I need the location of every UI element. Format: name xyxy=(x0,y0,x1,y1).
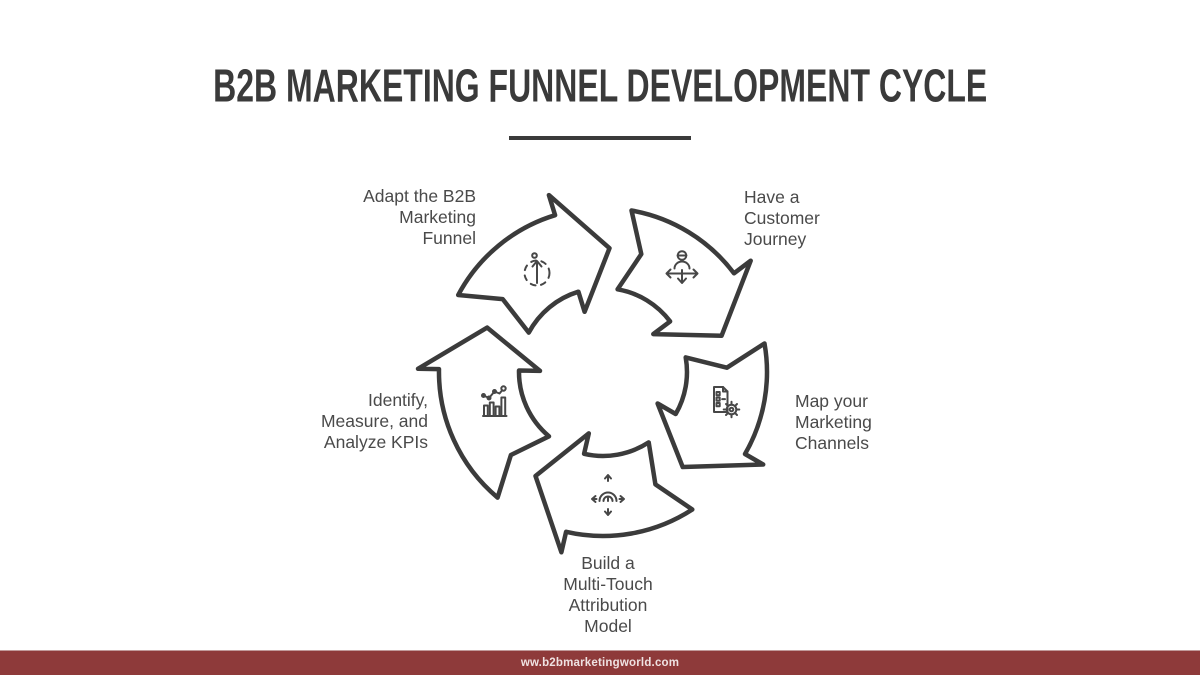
cycle-arrow-segment xyxy=(655,341,770,470)
footer-url: ww.b2bmarketingworld.com xyxy=(520,657,680,669)
document-gear-icon xyxy=(700,379,748,427)
step-label-channels: Map your Marketing Channels xyxy=(795,391,872,453)
kpi-chart-icon xyxy=(470,378,518,426)
customer-journey-icon xyxy=(658,244,706,292)
page-title-wrap: B2B MARKETING FUNNEL DEVELOPMENT CYCLE xyxy=(0,60,1200,112)
growth-target-icon xyxy=(513,246,561,294)
cycle-arrow-segment xyxy=(533,431,695,555)
step-label-kpis: Identify, Measure, and Analyze KPIs xyxy=(320,390,428,452)
title-underline xyxy=(509,136,691,140)
multi-touch-icon xyxy=(584,468,632,516)
step-label-attribution: Build a Multi-Touch Attribution Model xyxy=(563,553,653,636)
page-title: B2B MARKETING FUNNEL DEVELOPMENT CYCLE xyxy=(212,60,988,112)
step-label-journey: Have a Customer Journey xyxy=(744,187,820,249)
step-label-adapt: Adapt the B2B Marketing Funnel xyxy=(363,186,476,248)
footer-bar: ww.b2bmarketingworld.com xyxy=(0,650,1200,675)
